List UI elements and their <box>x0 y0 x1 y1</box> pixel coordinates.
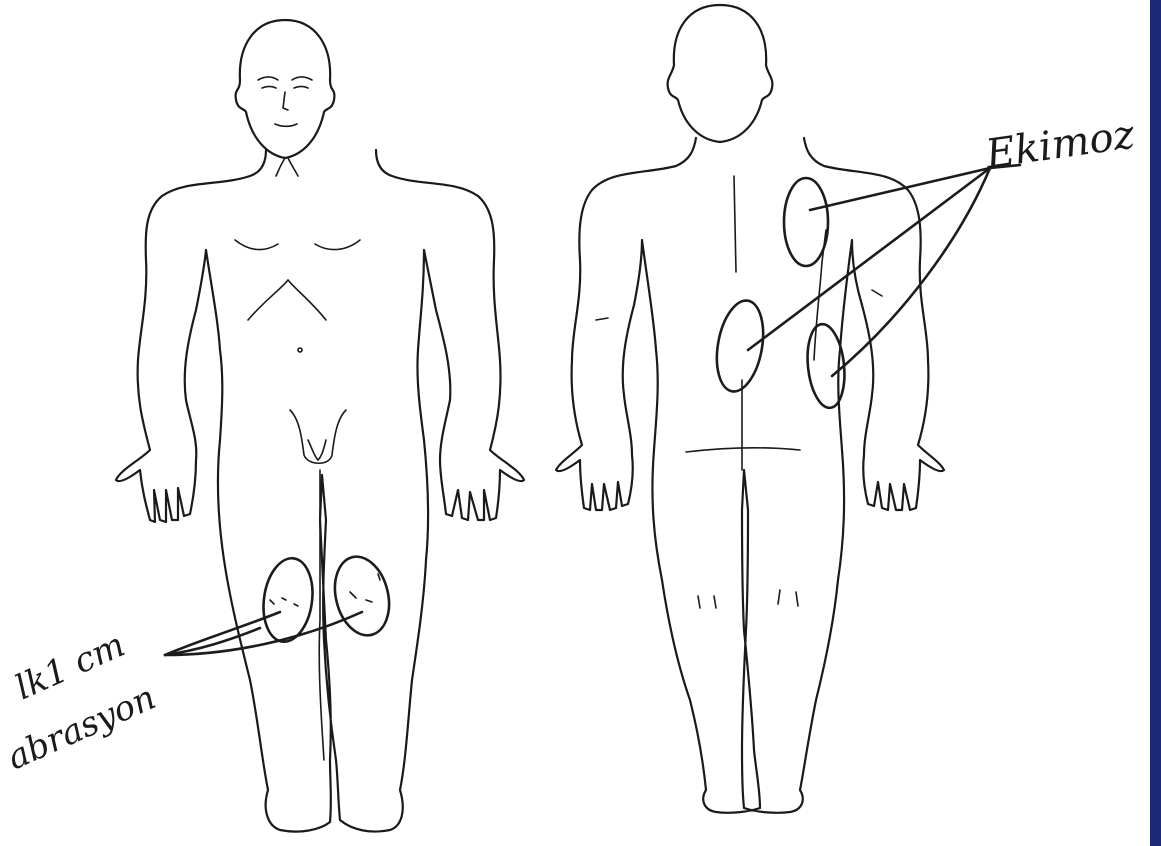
front-figure <box>116 20 524 832</box>
front-head <box>236 20 335 158</box>
back-figure <box>556 5 1020 813</box>
back-head <box>668 5 773 142</box>
back-upper-right-mark <box>784 178 828 266</box>
front-right-knee-mark <box>327 551 397 641</box>
back-lower-left-mark <box>710 297 769 395</box>
page-border-bar <box>1150 0 1161 846</box>
back-body-outline <box>556 138 944 813</box>
back-annotation-label: Ekimoz <box>982 111 1138 178</box>
